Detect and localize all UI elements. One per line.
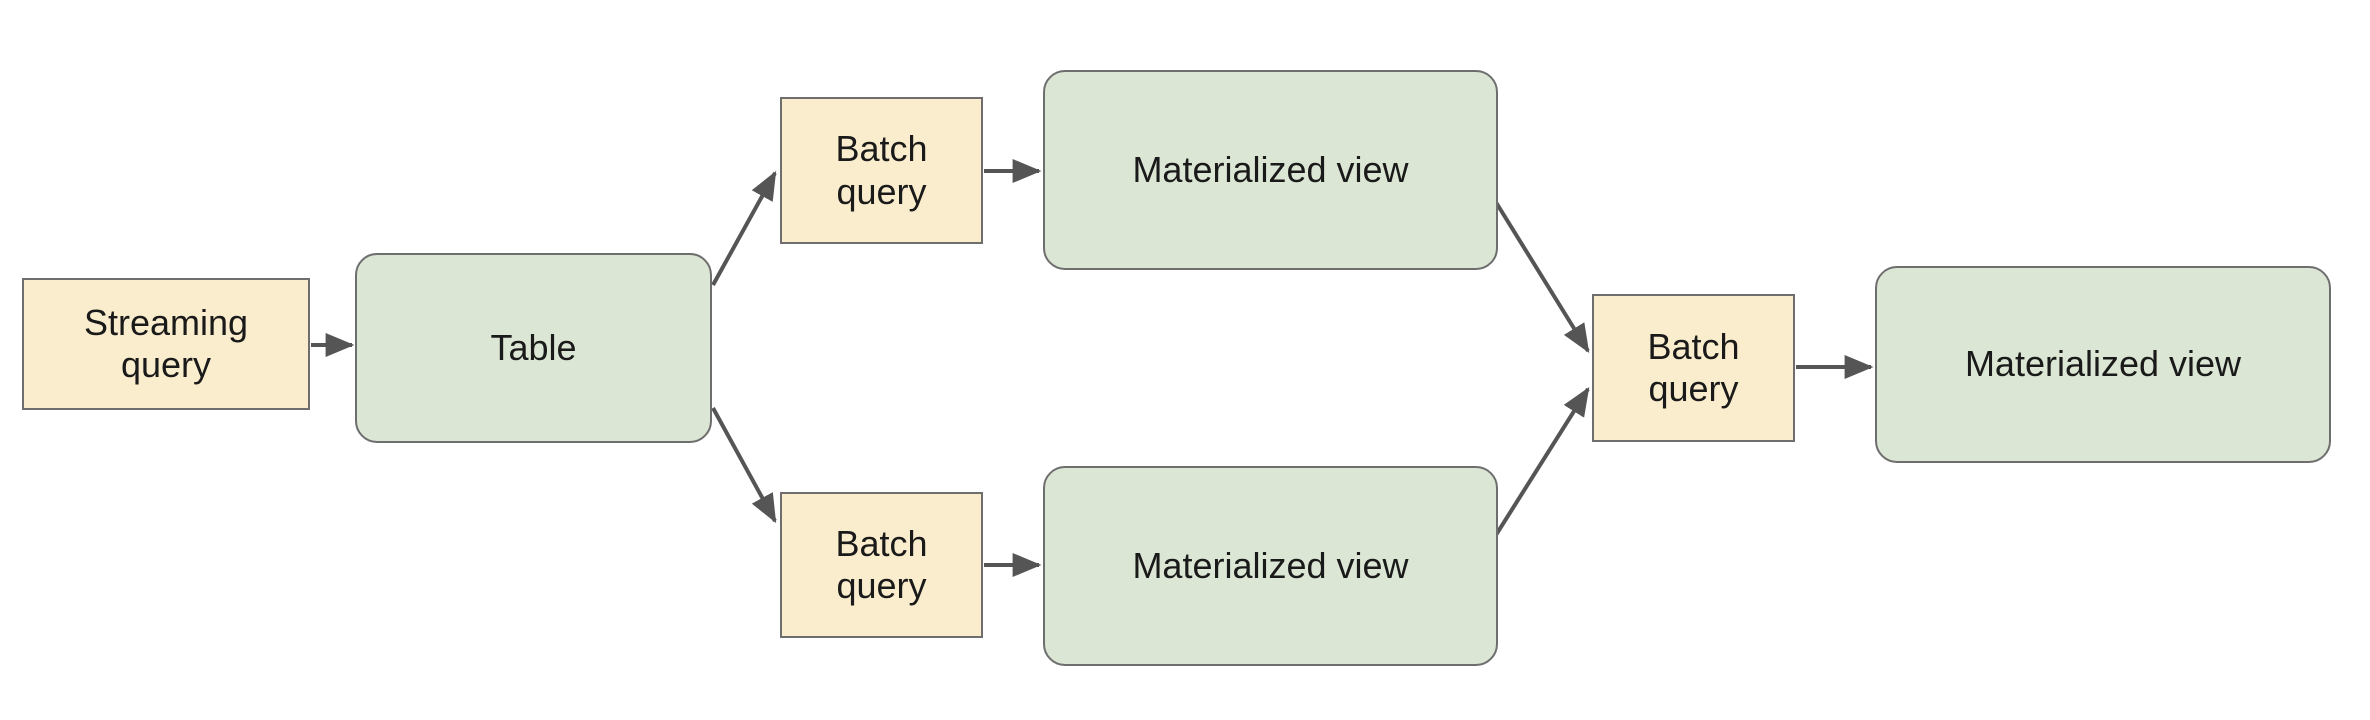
node-label-streaming-query: Streaming query bbox=[83, 301, 249, 385]
node-label-table: Table bbox=[490, 326, 577, 368]
node-materialized-view-bottom[interactable]: Materialized view bbox=[1043, 466, 1498, 666]
edge-table-to-batch-top bbox=[711, 170, 777, 286]
node-label-batch-query-bottom: Batch query bbox=[835, 522, 928, 606]
node-label-materialized-view-top: Materialized view bbox=[1132, 148, 1409, 190]
node-batch-query-center[interactable]: Batch query bbox=[1592, 294, 1795, 442]
node-table[interactable]: Table bbox=[355, 253, 712, 443]
edge-mv-bottom-to-batch-center bbox=[1487, 386, 1590, 548]
node-streaming-query[interactable]: Streaming query bbox=[22, 278, 310, 410]
edge-mv-top-to-batch-center bbox=[1487, 189, 1590, 354]
node-label-batch-query-center: Batch query bbox=[1647, 325, 1740, 409]
node-materialized-view-right[interactable]: Materialized view bbox=[1875, 266, 2331, 463]
node-label-materialized-view-right: Materialized view bbox=[1964, 343, 2242, 385]
node-batch-query-top[interactable]: Batch query bbox=[780, 97, 983, 244]
node-label-materialized-view-bottom: Materialized view bbox=[1132, 544, 1409, 586]
node-batch-query-bottom[interactable]: Batch query bbox=[780, 492, 983, 638]
edge-table-to-batch-bottom bbox=[711, 407, 777, 524]
node-materialized-view-top[interactable]: Materialized view bbox=[1043, 70, 1498, 270]
node-label-batch-query-top: Batch query bbox=[835, 128, 928, 212]
